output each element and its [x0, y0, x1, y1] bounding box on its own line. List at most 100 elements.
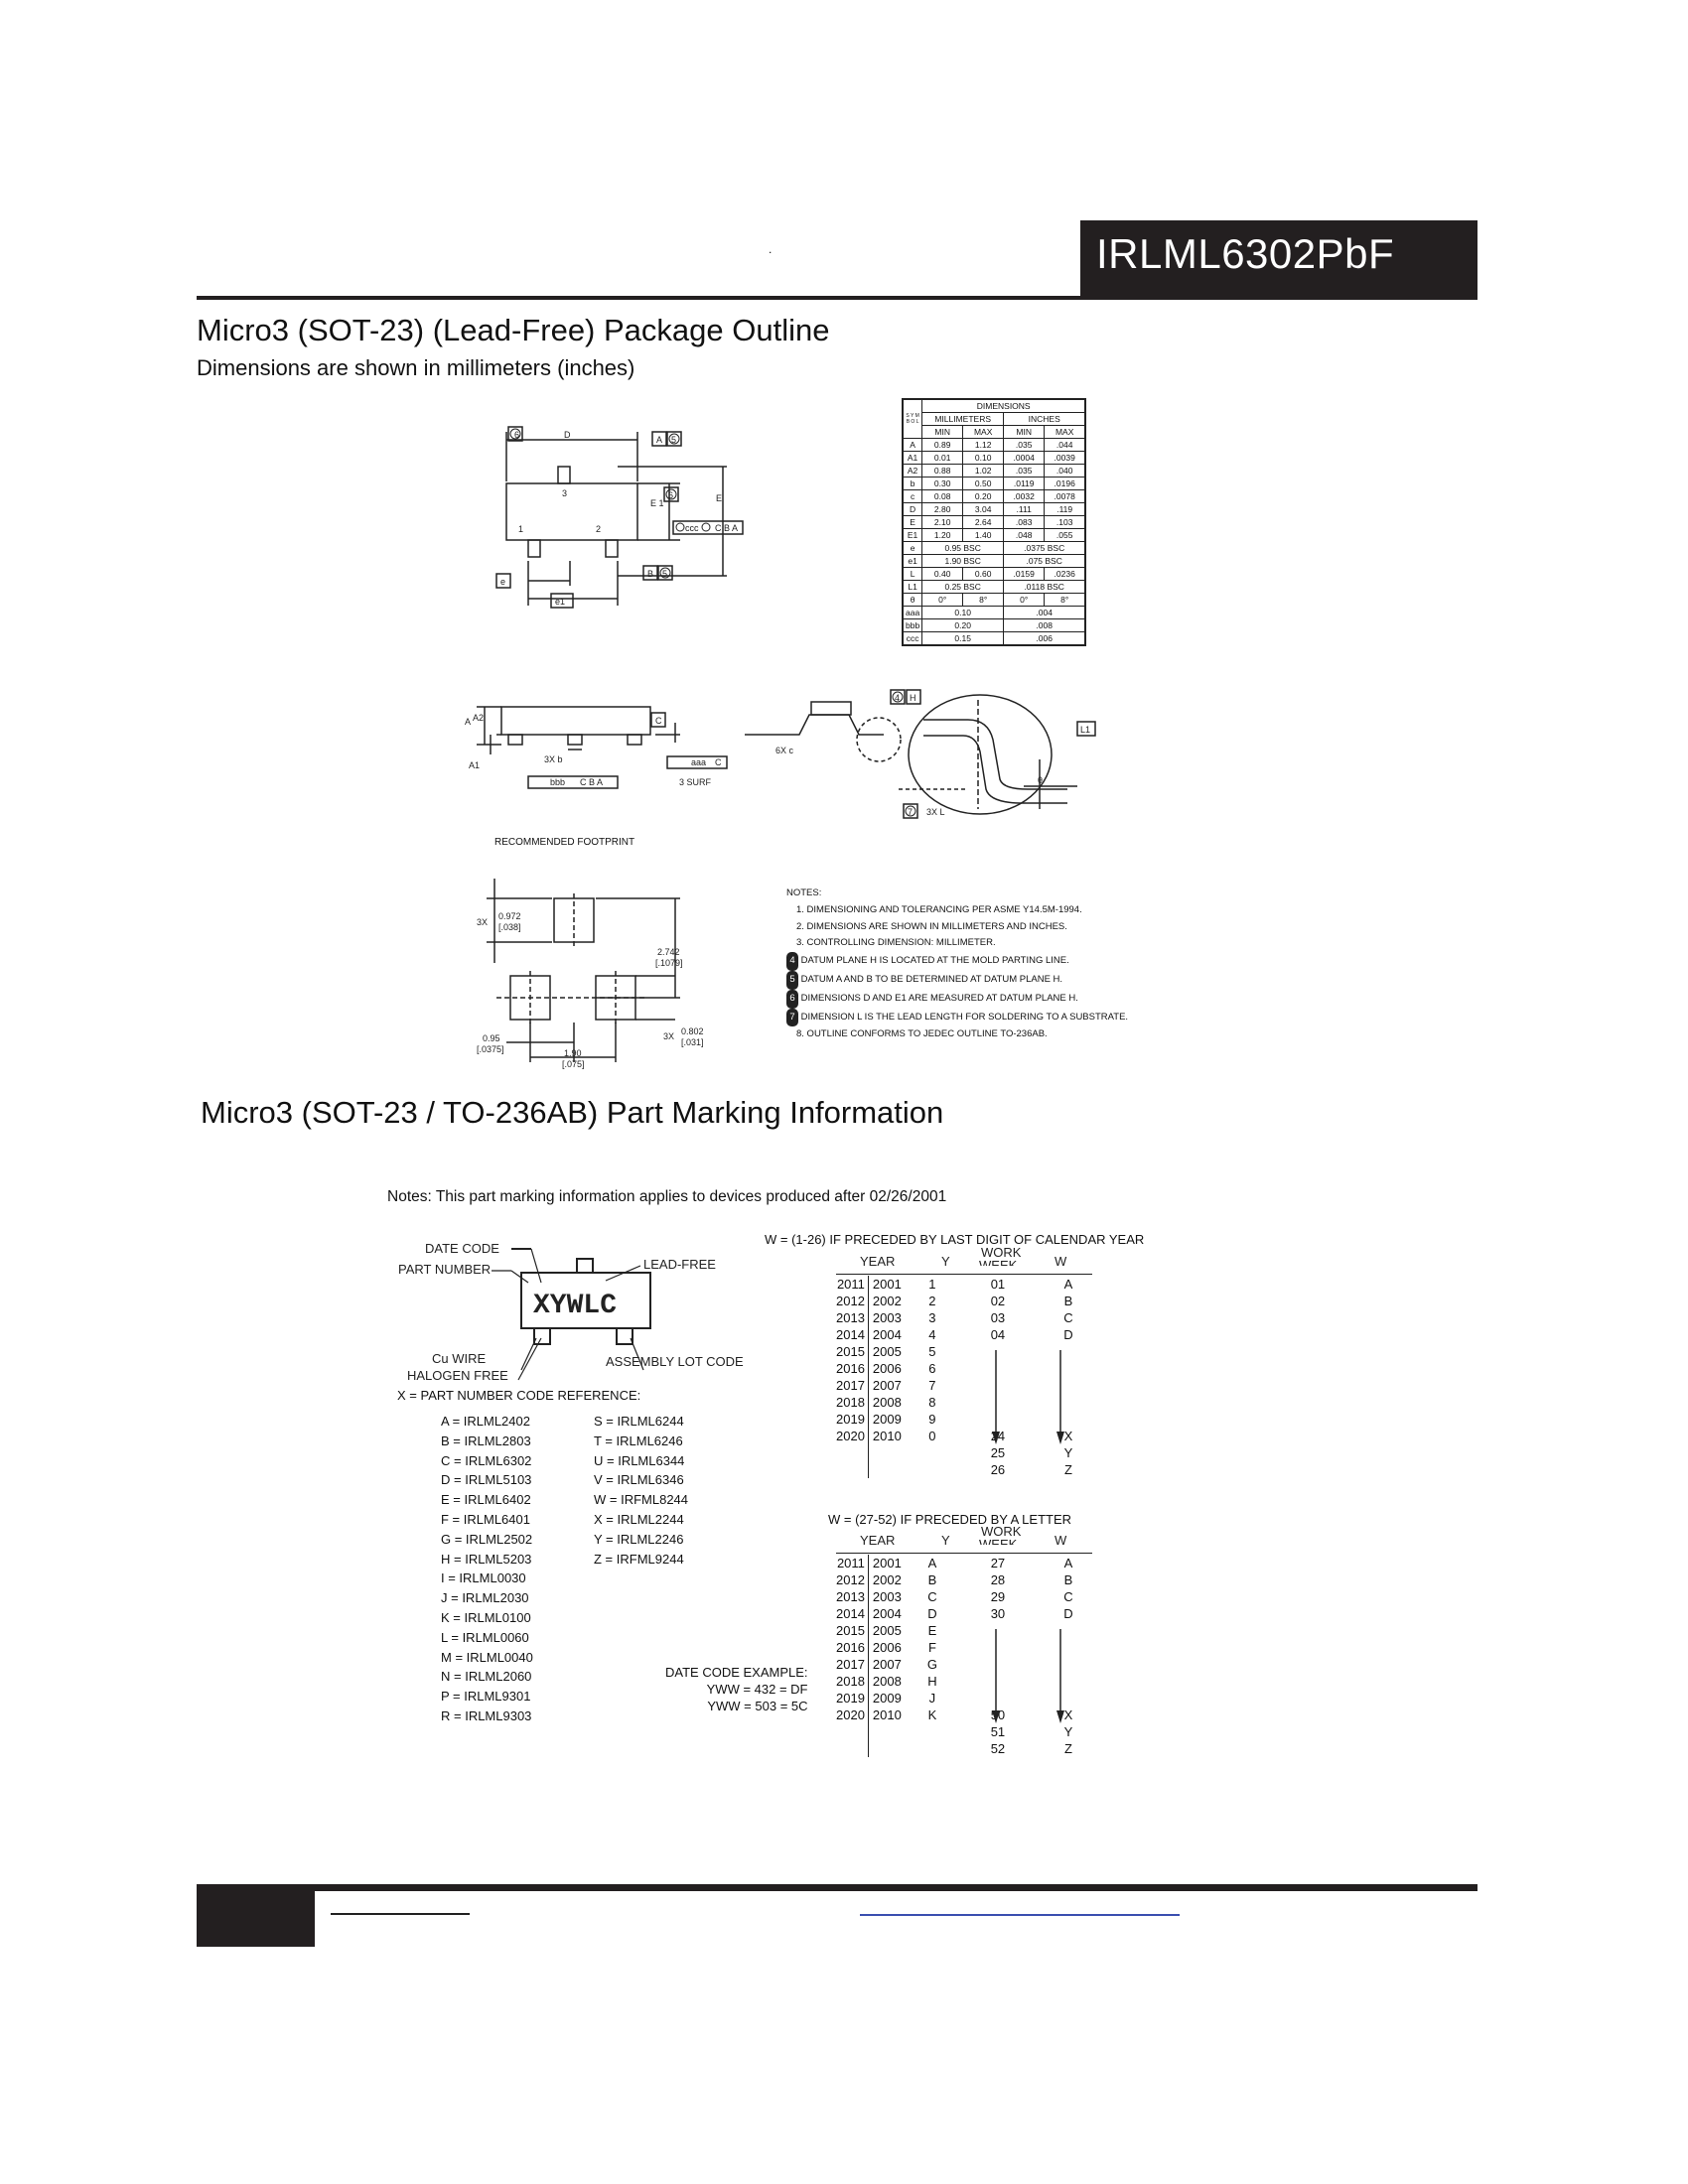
- week-code-cell: 2017: [836, 1377, 869, 1394]
- dim-cell: 0.95 BSC: [921, 541, 1005, 555]
- dim-cell: 8°: [962, 593, 1005, 607]
- week-code-cell: 2008: [872, 1674, 902, 1689]
- week-code-cell: C: [1063, 1310, 1073, 1325]
- week-code-cell: B: [1063, 1572, 1073, 1587]
- week-code-cell: 2018: [836, 1394, 869, 1411]
- week-code-cell: 2005: [872, 1623, 902, 1638]
- week-code-cell: [905, 1444, 960, 1461]
- marker-7: 7: [908, 807, 913, 817]
- week-code-cell: 2006: [872, 1640, 902, 1655]
- part-code-entry: N = IRLML2060: [441, 1669, 532, 1685]
- week-code-cell: 2015: [836, 1343, 869, 1360]
- week-code-cell: 2010: [872, 1429, 902, 1443]
- week-code-cell: 29: [990, 1589, 1006, 1604]
- marker-5: 5: [671, 435, 676, 445]
- week-code-cell: 25: [990, 1445, 1006, 1460]
- week-code-cell: 2013: [836, 1588, 869, 1605]
- week-code-cell: 2: [928, 1294, 936, 1308]
- fp-0802: 0.802: [681, 1026, 704, 1036]
- dim-cell: .0078: [1044, 489, 1086, 503]
- week-code-cell: X: [1063, 1707, 1073, 1722]
- footprint-title: RECOMMENDED FOOTPRINT: [494, 837, 635, 848]
- label-theta: θ: [1038, 775, 1043, 785]
- week-code-cell: D: [1063, 1327, 1073, 1342]
- bbb-datums: C B A: [580, 777, 603, 787]
- in-min: MIN: [1003, 425, 1046, 439]
- label-B: B: [647, 569, 653, 579]
- week-code-cell: C: [1063, 1589, 1073, 1604]
- dim-cell: 0.60: [962, 567, 1005, 581]
- pin1-label: 1: [518, 524, 523, 534]
- part-code-entry: A = IRLML2402: [441, 1414, 530, 1429]
- dim-cell: 0°: [1003, 593, 1046, 607]
- fp-190: 1.90: [564, 1048, 582, 1058]
- t2-h-w: W: [1055, 1533, 1067, 1545]
- note-marker-4: 4: [786, 952, 798, 971]
- label-3surf: 3 SURF: [679, 777, 712, 787]
- week-code-row: 52 Z: [836, 1740, 1101, 1757]
- week-code-cell: 2017: [836, 1656, 869, 1673]
- week-code-cell: 2011: [836, 1276, 869, 1293]
- week-code-cell: 0: [928, 1429, 936, 1443]
- t2-h-year: YEAR: [860, 1533, 895, 1545]
- week-code-cell: H: [927, 1674, 937, 1689]
- label-E: E: [716, 493, 722, 503]
- part-number-label: PART NUMBER: [398, 1262, 491, 1277]
- dim-cell: 0.50: [962, 477, 1005, 490]
- part-code-entry: V = IRLML6346: [594, 1472, 684, 1488]
- dim-cell: .004: [1003, 606, 1086, 619]
- part-code-entry: U = IRLML6344: [594, 1452, 685, 1468]
- dim-cell: E: [902, 515, 923, 529]
- dim-cell: 0°: [921, 593, 964, 607]
- week-code-cell: 04: [990, 1327, 1006, 1342]
- week-code-cell: [905, 1461, 960, 1478]
- week-code-cell: 2005: [872, 1344, 902, 1359]
- date-example-2: YWW = 503 = 5C: [707, 1699, 808, 1713]
- week-code-cell: 7: [928, 1378, 936, 1393]
- dim-cell: .0196: [1044, 477, 1086, 490]
- footer-page-block: [197, 1891, 315, 1947]
- dim-cell: .083: [1003, 515, 1046, 529]
- week-code-cell: G: [926, 1657, 937, 1672]
- header-rule: [197, 296, 1477, 300]
- dim-cell: aaa: [902, 606, 923, 619]
- dim-cell: 0.88: [921, 464, 964, 478]
- in-max: MAX: [1044, 425, 1086, 439]
- mm-min: MIN: [921, 425, 964, 439]
- label-6xc: 6X c: [775, 746, 794, 755]
- top-view-drawing: D A 5 6 6 E 1 E ccc C B A B 5 e e1 3 1 2: [495, 426, 744, 609]
- week-code-cell: 30: [990, 1606, 1006, 1621]
- dim-cell: 1.90 BSC: [921, 554, 1005, 568]
- dim-cell: .0119: [1003, 477, 1046, 490]
- dim-cell: 0.40: [921, 567, 964, 581]
- dim-cell: 0.89: [921, 438, 964, 452]
- week-code-row: 20202010K50X: [836, 1706, 1101, 1723]
- dim-cell: .0159: [1003, 567, 1046, 581]
- week-code-cell: 2002: [872, 1294, 902, 1308]
- week-code-row: 20202010024X: [836, 1428, 1101, 1444]
- part-number-title: IRLML6302PbF: [1096, 230, 1395, 277]
- dim-cell: 0.15: [921, 631, 1005, 646]
- dim-cell: D: [902, 502, 923, 516]
- footer-link-underline[interactable]: [860, 1914, 1180, 1916]
- week-code-cell: [836, 1444, 869, 1461]
- label-C: C: [655, 716, 662, 726]
- pin3-label: 3: [562, 488, 567, 498]
- dim-cell: 2.10: [921, 515, 964, 529]
- week-code-cell: Z: [1063, 1741, 1072, 1756]
- dim-cell: .0032: [1003, 489, 1046, 503]
- week-code-cell: 52: [990, 1741, 1006, 1756]
- part-code-entry: W = IRFML8244: [594, 1492, 689, 1508]
- week-code-cell: D: [927, 1606, 937, 1621]
- week-code-cell: [868, 1740, 905, 1757]
- dim-cell: e1: [902, 554, 923, 568]
